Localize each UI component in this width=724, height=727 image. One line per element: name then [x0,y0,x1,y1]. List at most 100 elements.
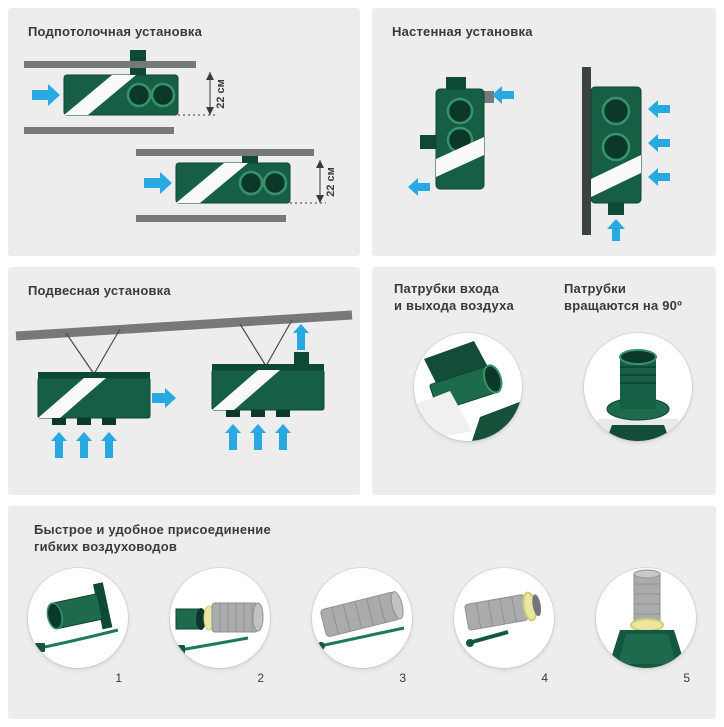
flexible-duct [211,602,259,633]
spigots-right-title-line1: Патрубки [564,281,627,296]
row-top: Подпотолочная установка 22 см [8,8,716,256]
unit-top-rail [212,363,324,370]
dimension-label: 22 см [215,79,227,109]
photo-rotating-spigot [584,332,692,441]
panel-flexible-ducts: Быстрое и удобное присоединение гибких в… [8,506,716,719]
unit-front-panel [38,377,106,418]
spigots-right-title: Патрубки вращаются на 90º [564,281,712,315]
spigot-column-inlet-outlet: Патрубки входа и выхода воздуха [394,281,542,441]
spigots-left-title-line1: Патрубки входа [394,281,500,296]
airflow-arrow-icon [648,167,670,186]
sealing-ring [630,617,664,632]
dimension-arrow-icon [206,106,214,115]
step-1-image [35,582,119,652]
panel-title-wall: Настенная установка [392,24,533,39]
cable-tie [39,628,119,650]
flexible-step-3: 3 [312,567,412,685]
spigot-column-rotating: Патрубки вращаются на 90º [564,281,712,441]
photo-step-3 [312,567,412,668]
flexible-step-4: 4 [454,567,554,685]
airflow-arrow-icon [408,177,430,196]
unit-top-spigot [294,351,309,364]
step-number: 5 [683,670,690,685]
ceiling-diagram-1: 22 см [24,49,227,134]
flexible-step-2: 2 [170,567,270,685]
airflow-arrow-icon [32,83,60,106]
flexible-step-5: 5 [596,567,696,685]
airflow-arrow-icon [225,423,241,450]
suspended-installation-illustration [15,310,353,458]
airflow-arrow-icon [492,85,514,104]
unit-bottom-port [52,417,66,425]
unit-bottom-port [77,417,91,425]
spigots-right-title-line2: вращаются на 90º [564,297,683,313]
duct-connector [130,49,146,61]
flexible-step-1: 1 [28,567,128,685]
hanging-cable [239,323,267,367]
hanging-cable [265,319,293,367]
spigots-left-title: Патрубки входа и выхода воздуха [394,281,542,315]
panel-wall-installation: Настенная установка [372,8,716,256]
unit-front-panel [591,154,641,197]
flexible-title-line1: Быстрое и удобное присоединение [34,522,271,537]
airflow-arrow-icon [51,431,67,458]
panel-title-ceiling: Подпотолочная установка [28,24,203,39]
airflow-arrow-icon [144,171,172,194]
ceiling-diagram-2: 22 см [136,148,337,222]
dimension-arrow-icon [316,159,324,168]
hanging-cable [93,328,121,375]
unit-side-spigot [420,134,436,149]
airflow-arrow-icon [607,218,625,241]
unit-top-spigot [130,67,146,77]
airflow-arrow-icon [101,431,117,458]
airflow-arrow-icon [76,431,92,458]
photo-step-5 [596,567,696,668]
wall-installation-illustration [408,66,670,241]
unit-top-rail [38,371,150,378]
unit-bottom-port [226,409,240,417]
step-2-image [175,602,264,654]
unit-port [601,96,631,126]
unit-bottom-port [102,417,116,425]
airflow-arrow-icon [275,423,291,450]
panel-suspended-installation: Подвесная установка [8,267,360,495]
suspended-unit-2 [211,319,325,450]
step-number: 1 [115,670,122,685]
unit-port [601,132,631,162]
rotating-spigot-image [590,348,686,441]
flexible-duct [464,594,529,631]
step-number: 4 [541,670,548,685]
unit-port [150,82,176,108]
row-middle: Подвесная установка [8,267,716,495]
unit-bottom-port [276,409,290,417]
unit-bottom-spigot [608,202,624,215]
airflow-arrow-icon [648,133,670,152]
dimension-arrow-icon [316,194,324,203]
unit-front-panel [212,369,280,410]
ceiling-bar [136,148,314,156]
panel-title-flexible: Быстрое и удобное присоединение гибких в… [8,506,716,556]
photo-step-2 [170,567,270,668]
flexible-steps: 1 [8,556,716,685]
false-ceiling-bar [136,214,286,222]
ceiling-bar [24,60,196,68]
hanging-cable [65,332,95,375]
unit-bottom-port [251,409,265,417]
duct-stub [484,90,494,103]
step-4-image [464,591,542,647]
unit-top-spigot [242,155,258,165]
step-3-image [317,590,405,650]
suspended-unit-1 [37,328,176,458]
unit-port [126,82,152,108]
inlet-outlet-spigot-image [414,340,522,441]
airflow-arrow-icon [250,423,266,450]
dimension-arrow-icon [206,71,214,80]
step-number: 3 [399,670,406,685]
wall-diagram-1 [408,76,514,196]
airflow-arrow-icon [648,99,670,118]
airflow-arrow-icon [293,323,309,350]
wall-bar [582,66,591,235]
cable-tie [179,636,249,652]
unit-top-spigot [446,76,466,89]
slanted-beam [15,310,353,341]
